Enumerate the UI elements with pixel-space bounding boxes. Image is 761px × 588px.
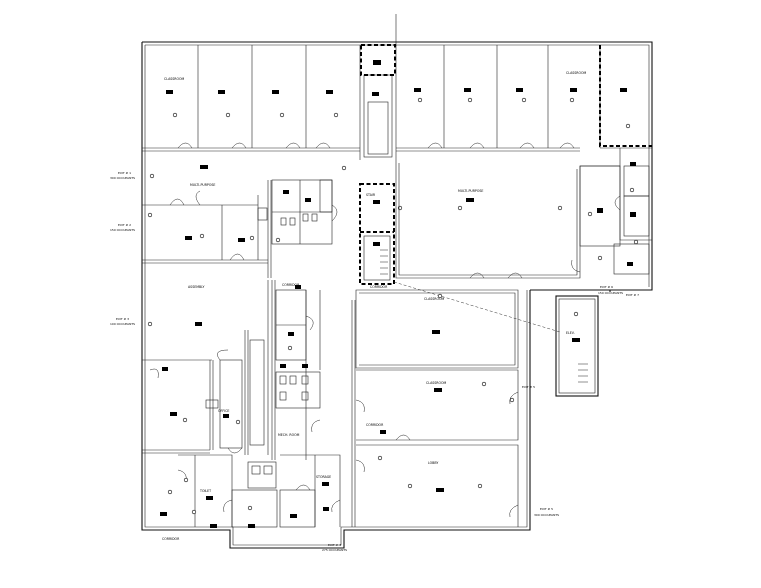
exit-right-1-occupants: 150 OCCUPANTS (598, 291, 623, 295)
exit-bottom-right-label: EXIT # 5 (540, 507, 553, 511)
multipurpose-label: MULTI-PURPOSE (458, 189, 483, 193)
corridor-lower-label: CORRIDOR (366, 423, 384, 427)
multipurpose-room (395, 147, 652, 279)
exit-left-3-label: EXIT # 3 (116, 317, 129, 321)
mid-left-block (142, 179, 338, 278)
room-l-label: CLASSROOM (566, 71, 587, 75)
room-j-label: LOBBY (428, 461, 438, 465)
room-h-label: MECH. ROOM (278, 433, 300, 437)
room-k-label: CLASSROOM (164, 77, 185, 81)
room-b-label: CLASSROOM (426, 381, 447, 385)
room-e-label: ELEV. (566, 331, 575, 335)
exit-labels: EXIT # 1 300 OCCUPANTS EXIT # 2 150 OCCU… (110, 71, 639, 552)
exit-left-1-label: EXIT # 1 (118, 171, 131, 175)
bottom-left-label: CORRIDOR (162, 537, 180, 541)
right-center-classrooms (351, 289, 519, 527)
dashed-stair-core (359, 183, 395, 285)
corridor-mid-label: CORRIDOR (370, 285, 388, 289)
exit-right-1-label: EXIT # 6 (600, 285, 613, 289)
top-room-symbols (166, 60, 631, 129)
room-a-label: CLASSROOM (424, 297, 445, 301)
central-corridor (271, 280, 321, 460)
bottom-left-cluster (160, 454, 341, 528)
center-core (341, 165, 403, 285)
detached-block (393, 281, 599, 397)
exit-bottom-label: EXIT # 4 (328, 543, 341, 547)
room-c-label: OFFICE (218, 409, 229, 413)
room-i-label: ASSEMBLY (188, 285, 205, 289)
dashed-room-top-right (599, 45, 652, 147)
exit-left-2-label: EXIT # 2 (118, 223, 131, 227)
exit-left-2-occupants: 150 OCCUPANTS (110, 228, 135, 232)
top-classroom-row (142, 44, 652, 160)
exterior-walls (141, 41, 653, 549)
exit-right-2-label: EXIT # 7 (626, 293, 639, 297)
exit-mid-label: EXIT # 5 (522, 385, 535, 389)
mid-left-symbols (147, 165, 311, 243)
room-g-label: TOILET (199, 489, 211, 493)
exit-bottom-occupants: 275 OCCUPANTS (322, 548, 347, 552)
exit-left-1-occupants: 300 OCCUPANTS (110, 176, 135, 180)
exit-left-3-occupants: 100 OCCUPANTS (110, 322, 135, 326)
room-d-label: STAIR (366, 193, 376, 197)
dashed-room-top (360, 44, 396, 76)
room-f-label: STORAGE (316, 475, 331, 479)
corridor-top-label: MULTI-PURPOSE (190, 183, 215, 187)
corridor-left-label: CORRIDOR (282, 283, 300, 287)
left-wing-lower (142, 280, 269, 455)
exit-bottom-right-occupants: 300 OCCUPANTS (534, 513, 559, 517)
